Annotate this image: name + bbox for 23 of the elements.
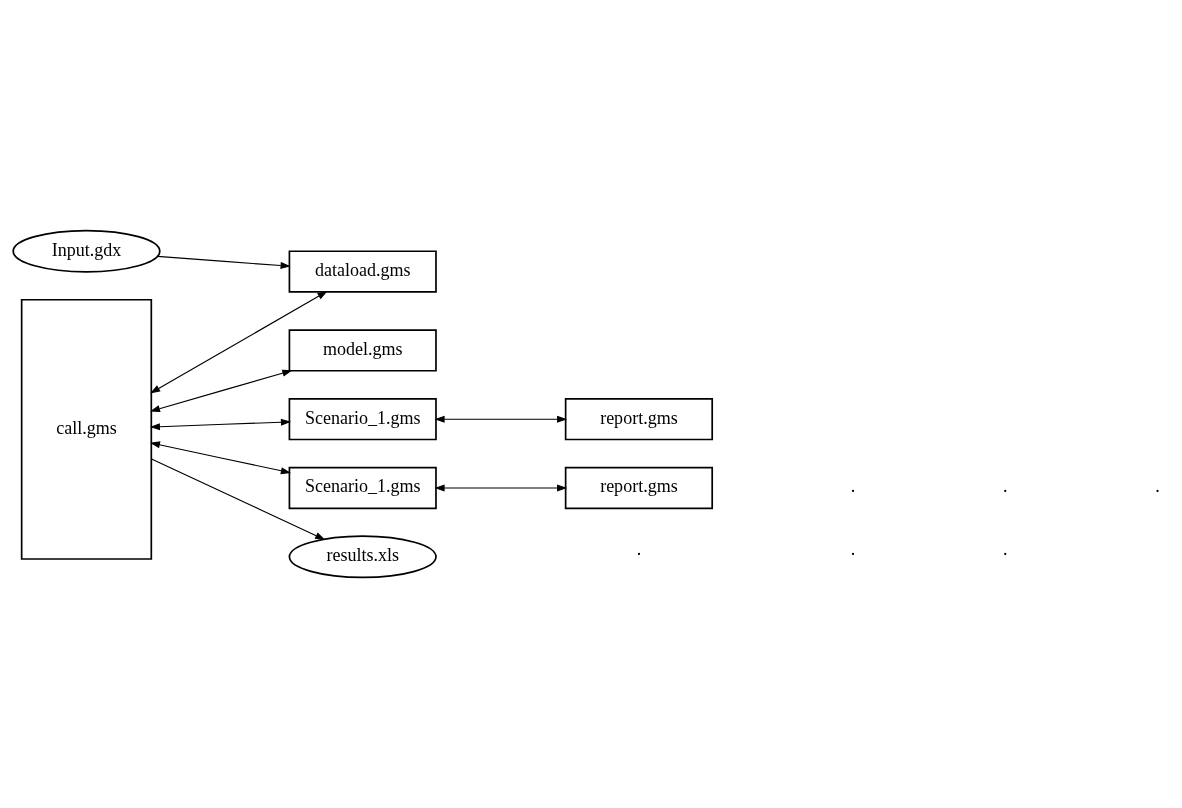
arrow [434, 415, 568, 423]
arrow [149, 418, 292, 431]
node-box: report.gms [564, 398, 714, 441]
arrow [156, 255, 291, 270]
label: . [636, 539, 642, 560]
node-box: Scenario_1.gms [288, 398, 437, 441]
node-ellipse: results.xls [288, 535, 437, 579]
node-ellipse: Input.gdx [12, 229, 161, 273]
label: . [850, 539, 856, 560]
node-box: Scenario_1.gms [288, 466, 437, 510]
arrow [149, 441, 292, 475]
label: . [850, 476, 856, 497]
node-box: report.gms [564, 466, 714, 510]
label: . [1155, 476, 1160, 497]
arrow [150, 291, 328, 394]
label: . [1003, 539, 1008, 560]
node-box: dataload.gms [288, 250, 437, 293]
label: . [1003, 476, 1008, 497]
node-box: model.gms [288, 329, 437, 372]
arrow [434, 484, 568, 492]
arrow [149, 369, 293, 413]
node-box: call.gms [20, 298, 153, 560]
arrow [150, 458, 326, 540]
